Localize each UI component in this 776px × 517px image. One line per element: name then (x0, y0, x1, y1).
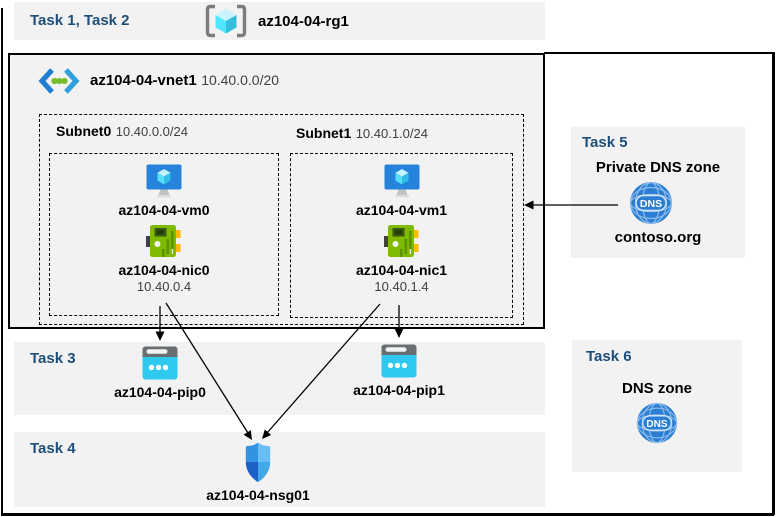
vnet-title: az104-04-vnet1 10.40.0.0/20 (90, 72, 279, 90)
task-1-2-panel: Task 1, Task 2 az104-04-rg1 (14, 2, 545, 40)
network-interface-icon (146, 225, 181, 257)
virtual-machine-icon (384, 164, 419, 198)
dns-badge-text: DNS (646, 419, 667, 430)
nsg-group: az104-04-nsg01 (198, 441, 318, 503)
pip0-label: az104-04-pip0 (114, 384, 206, 400)
pip0-group: az104-04-pip0 (103, 346, 217, 400)
diagram-border-top-right (544, 52, 775, 54)
subnet1-cidr: 10.40.1.0/24 (355, 126, 428, 141)
virtual-machine-icon (146, 164, 182, 198)
public-ip-icon (142, 346, 178, 380)
task-3-heading: Task 3 (30, 350, 76, 367)
subnet0-title: Subnet0 10.40.0.0/24 (56, 123, 188, 141)
task-5-panel: Task 5 Private DNS zone DNS contoso.org (571, 127, 745, 258)
nic0-label: az104-04-nic0 (118, 262, 210, 278)
arrowhead (394, 328, 404, 338)
dns-zone-icon: DNS (636, 402, 678, 444)
diagram-border-left (1, 8, 3, 515)
private-dns-zone-title: Private DNS zone (595, 159, 721, 176)
virtual-network-icon (38, 68, 80, 94)
diagram-border-bottom (1, 513, 774, 516)
nic1-label: az104-04-nic1 (355, 262, 448, 278)
subnet1-name: Subnet1 (296, 125, 352, 141)
arrowhead (155, 331, 165, 341)
pip1-label: az104-04-pip1 (353, 382, 445, 398)
resource-group-name: az104-04-rg1 (258, 13, 349, 30)
dns-zone-icon: DNS (629, 181, 673, 225)
nic1-ip: 10.40.1.4 (374, 279, 429, 294)
vm0-label: az104-04-vm0 (118, 202, 210, 218)
dns-badge-text: DNS (640, 198, 662, 210)
vm1-label: az104-04-vm1 (355, 202, 448, 218)
private-dns-zone-name: contoso.org (614, 229, 702, 246)
subnet0-box: az104-04-vm0 az104-04-nic0 10.40.0.4 (49, 153, 279, 316)
task-5-heading: Task 5 (582, 134, 628, 151)
network-security-group-icon (245, 442, 271, 483)
dns-zone-title: DNS zone (621, 380, 692, 397)
diagram-border-right (772, 52, 775, 515)
pip1-group: az104-04-pip1 (344, 344, 454, 398)
nic0-ip: 10.40.0.4 (136, 279, 192, 294)
task-3-panel: Task 3 az104-04-pip0 az104-04-pip1 (14, 342, 545, 415)
task-1-2-heading: Task 1, Task 2 (30, 12, 130, 29)
subnets-group-box: Subnet0 10.40.0.0/24 az104-04-vm0 (39, 114, 524, 325)
resource-group-icon (205, 4, 247, 38)
subnet0-cidr: 10.40.0.0/24 (115, 124, 188, 139)
task-4-heading: Task 4 (30, 440, 76, 457)
task-4-panel: Task 4 az104-04-nsg01 (14, 432, 545, 507)
task-6-panel: Task 6 DNS zone DNS (572, 340, 742, 472)
nsg-label: az104-04-nsg01 (206, 487, 310, 503)
network-interface-icon (383, 225, 418, 257)
subnet1-title: Subnet1 10.40.1.0/24 (296, 125, 428, 143)
subnet1-box: az104-04-vm1 az104-04-nic1 10.40.1.4 (290, 153, 513, 318)
public-ip-icon (381, 344, 417, 378)
vnet-name: az104-04-vnet1 (90, 72, 197, 89)
vnet-box: az104-04-vnet1 10.40.0.0/20 Subnet0 10.4… (8, 53, 545, 329)
subnet0-name: Subnet0 (56, 123, 112, 139)
task-6-heading: Task 6 (586, 348, 632, 365)
vnet-cidr: 10.40.0.0/20 (201, 72, 280, 88)
